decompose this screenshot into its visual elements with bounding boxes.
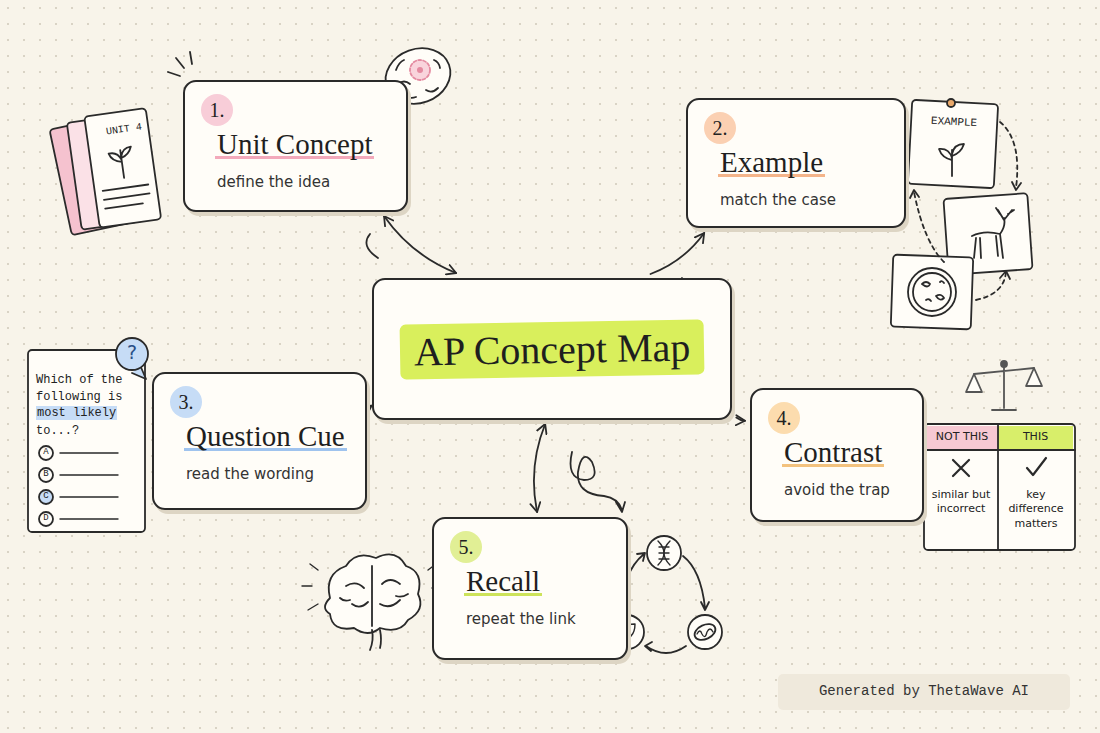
concept-subtitle: match the case: [720, 191, 882, 209]
concept-box: 4.Contrast avoid the trap: [750, 388, 924, 522]
sparkle: [168, 52, 192, 76]
concept-box: 1.Unit Concept define the idea: [183, 80, 408, 212]
table-header: NOT THIS: [926, 430, 998, 443]
concept-box: 2.Example match the case: [686, 98, 906, 228]
question-card: [28, 338, 148, 532]
concept-box: 5.Recall repeat the link: [432, 517, 628, 660]
central-box: AP Concept Map: [372, 278, 732, 420]
table-cell: key difference matters: [1003, 488, 1069, 531]
concept-subtitle: repeat the link: [466, 610, 608, 628]
callout-number: 2.: [704, 112, 736, 144]
callout-number: 3.: [170, 386, 202, 418]
concept-heading: Example: [718, 146, 882, 179]
concept-heading: Recall: [464, 565, 608, 598]
callout-number: 1.: [201, 94, 233, 126]
loop-flourish: [571, 452, 626, 512]
unit-cards: [49, 108, 161, 235]
scale-icon: [966, 361, 1042, 410]
question-highlight: most likely: [36, 406, 136, 420]
loop-flourish: [366, 234, 378, 258]
choice-letter: C: [40, 491, 52, 502]
choice-letter: A: [40, 447, 52, 458]
table-cell: similar but incorrect: [929, 488, 993, 517]
watermark: Generated by ThetaWave AI: [786, 683, 1062, 700]
question-text: Which of the following is: [36, 372, 136, 406]
connector-arrow: [384, 216, 456, 273]
choice-letter: B: [40, 469, 52, 480]
callout-number: 5.: [450, 531, 482, 563]
map-title: AP Concept Map: [400, 319, 705, 379]
concept-subtitle: avoid the trap: [784, 481, 904, 499]
connector-arrow: [651, 233, 705, 274]
watermark-panel: [778, 674, 1070, 710]
concept-subtitle: define the idea: [217, 173, 384, 191]
connector-arrow: [534, 424, 545, 512]
concept-heading: Unit Concept: [215, 128, 384, 161]
concept-subtitle: read the wording: [186, 465, 347, 483]
choice-letter: D: [40, 513, 52, 524]
question-text: to...?: [36, 424, 136, 438]
brain-icon: [302, 554, 442, 650]
concept-heading: Contrast: [782, 436, 904, 469]
callout-number: 4.: [768, 402, 800, 434]
example-cards: [891, 99, 1033, 329]
concept-heading: Question Cue: [184, 420, 347, 453]
connector-arrow: [736, 418, 745, 421]
question-mark: ?: [120, 341, 144, 364]
contrast-table: [924, 424, 1075, 550]
table-header: THIS: [998, 430, 1073, 443]
concept-box: 3.Question Cue read the wording: [152, 372, 367, 510]
